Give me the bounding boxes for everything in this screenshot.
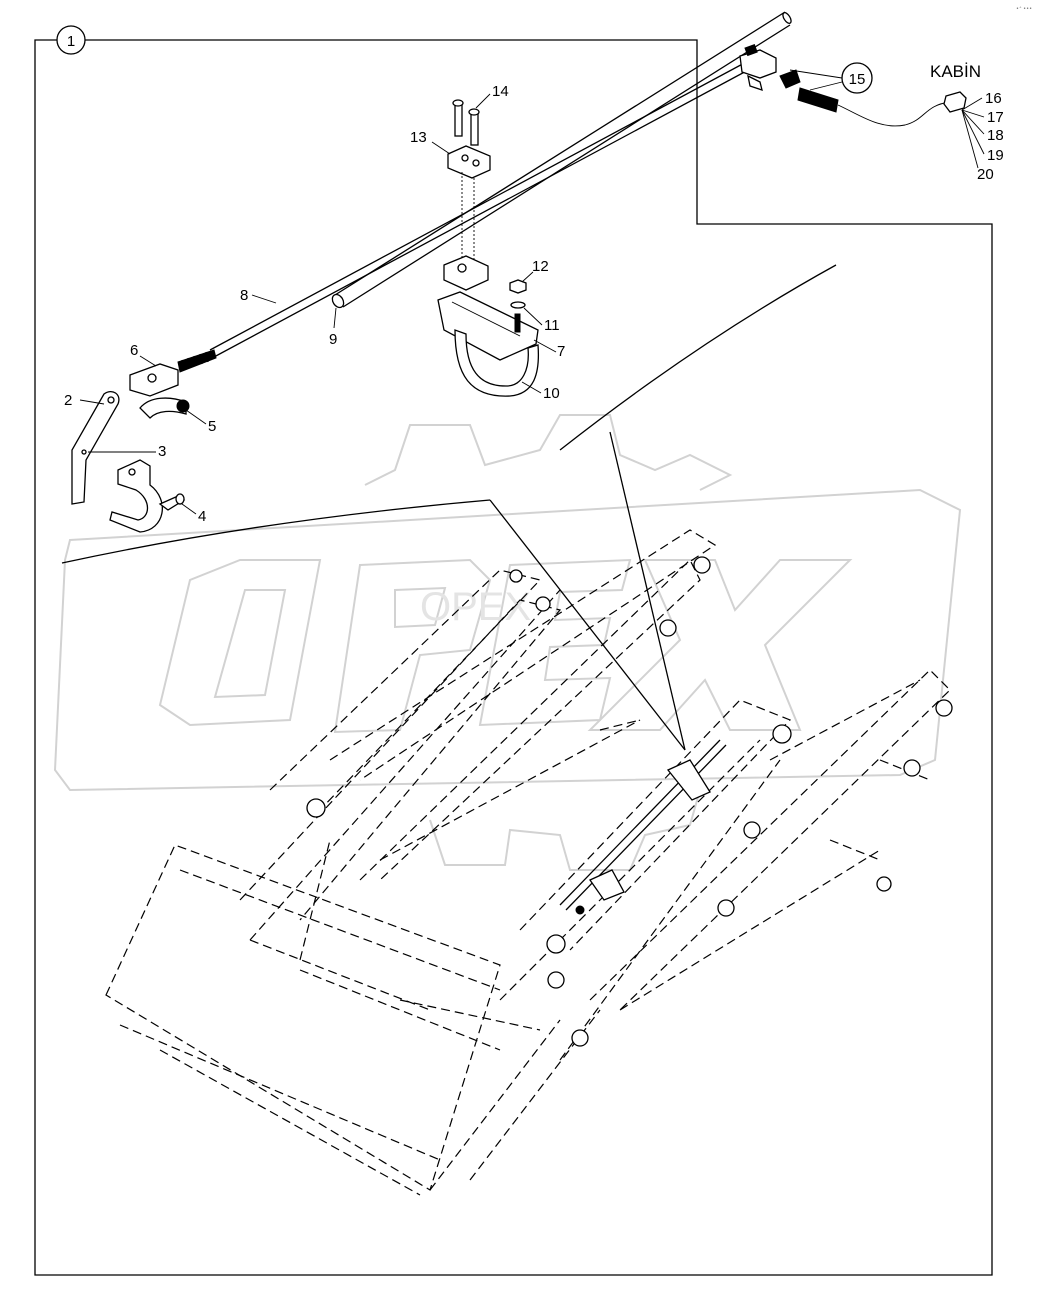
detail-pointer-left [489,499,686,751]
callout-11: 11 [544,317,560,334]
nut-12 [509,279,527,333]
leader-12 [521,271,534,283]
leader-15 [789,69,843,91]
callout-13: 13 [410,129,427,146]
leader-4 [181,503,197,515]
callout-9: 9 [329,331,337,348]
leader-5 [185,409,207,425]
detail-arc-upper [559,264,837,451]
callout-3: 3 [158,443,166,460]
callout-20: 20 [977,166,994,183]
leader-6 [139,355,157,367]
leader-11 [523,307,543,326]
callout-18: 18 [987,127,1004,144]
pivot-pins [306,556,953,1047]
strap-10 [437,291,540,397]
callout-17: 17 [987,109,1004,126]
leader-7 [533,339,557,353]
watermark-logo: OPEX [53,414,962,871]
callout-8: 8 [240,287,248,304]
bracket-3 [109,459,163,533]
leader-10 [521,381,542,394]
callout-10: 10 [543,385,560,402]
callout-2: 2 [64,392,72,409]
callout-12: 12 [532,258,549,275]
leaders-16-20 [961,97,985,169]
tube-9 [331,11,792,309]
bolt-4 [158,493,186,511]
leader-2 [79,399,105,405]
leader-8 [251,294,277,304]
group-frame [34,39,993,1276]
callout-15: 15 [849,71,866,88]
callout-19: 19 [987,147,1004,164]
clevis-6 [129,363,179,397]
leader-9 [333,307,337,329]
watermark-text: OPEX [420,585,531,629]
clip-5 [139,397,190,419]
control-rod-on-loader [559,739,727,915]
detail-arc-lower [61,499,491,564]
callout-16: 16 [985,90,1002,107]
callout-5: 5 [208,418,216,435]
rod-8 [177,59,753,373]
callout-6: 6 [130,342,138,359]
corner-mark: •⁺ ••• [1016,6,1032,12]
clamp-15 [739,43,967,127]
leader-13 [431,141,451,155]
callout-1: 1 [67,33,75,50]
callout-14: 14 [492,83,509,100]
callout-7: 7 [557,343,565,360]
clamp-13 [443,145,491,291]
bolts-14 [452,99,480,146]
detail-pointer-right [609,431,686,751]
callout-4: 4 [198,508,206,525]
lever-2 [71,390,120,505]
cab-label: KABİN [930,62,981,81]
loader-frame [105,529,951,1196]
callout-circle-1 [56,25,86,55]
leader-14 [475,93,491,109]
